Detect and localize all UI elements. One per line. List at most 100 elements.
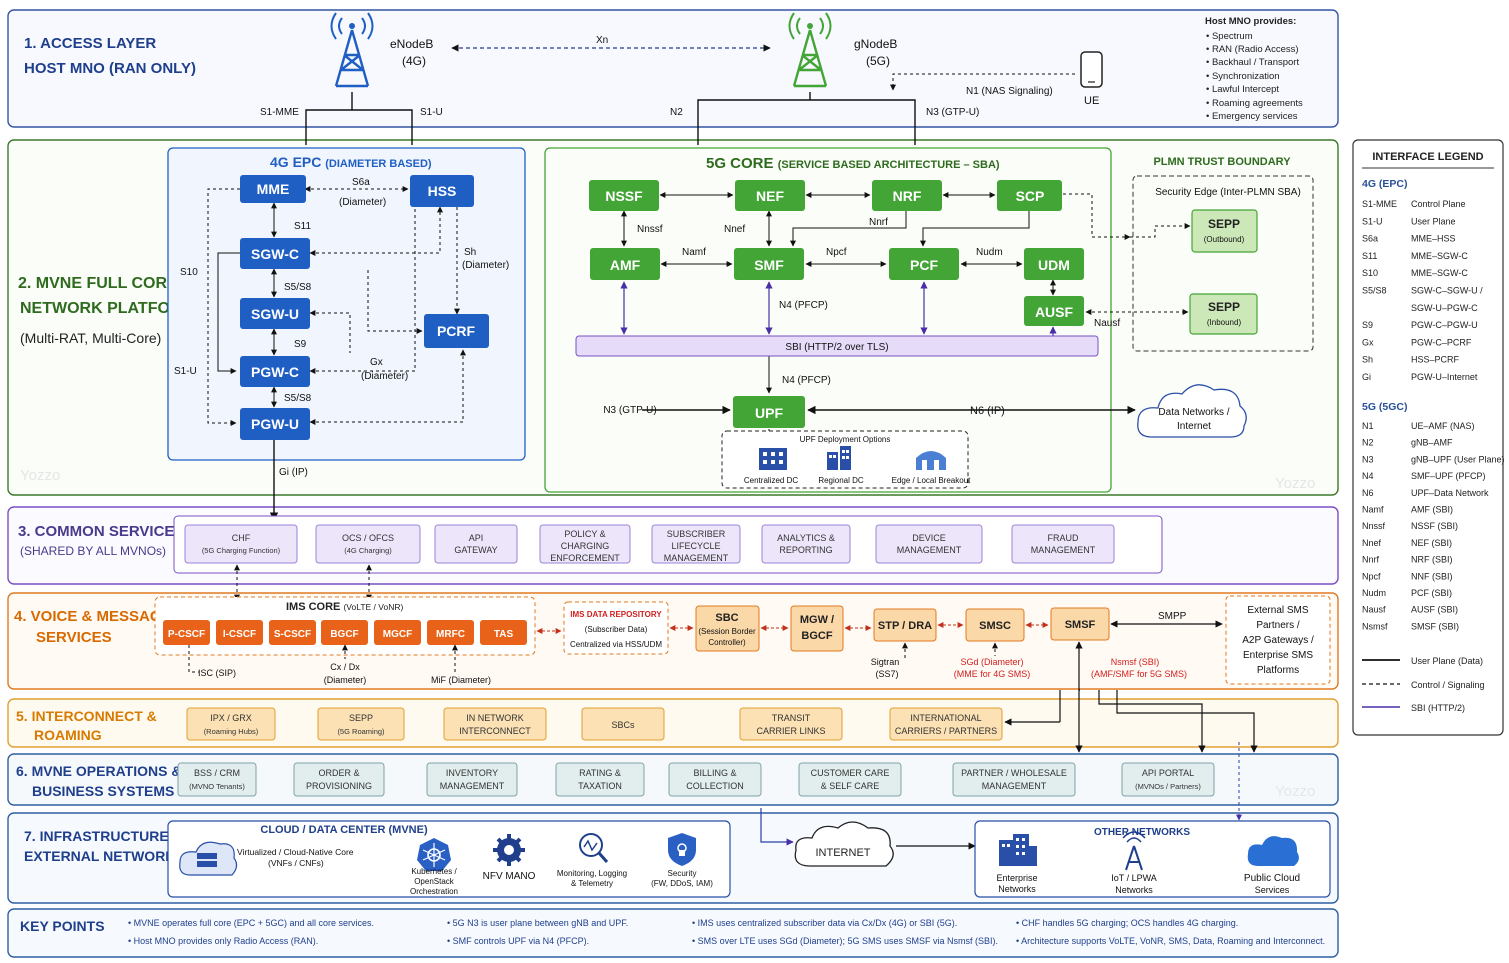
ims-node: MGCF <box>374 620 421 645</box>
common-service-label: POLICY & <box>564 529 605 539</box>
sbi-bus: SBI (HTTP/2 over TLS) <box>575 335 1099 357</box>
svg-text:SMSF: SMSF <box>1065 619 1096 631</box>
n4-label-2: N4 (PFCP) <box>782 375 831 386</box>
common-service-box: POLICY & CHARGING ENFORCEMENT <box>539 524 631 564</box>
epc-node-sgw-c: SGW-C <box>240 238 310 269</box>
common-service-label: ENFORCEMENT <box>550 553 620 563</box>
upf-option-label: Edge / Local Breakout <box>892 476 971 485</box>
ims-node-label: MRFC <box>436 629 465 640</box>
legend-user-plane: User Plane (Data) <box>1411 656 1483 666</box>
interconnect-label: IPX / GRX <box>210 713 252 723</box>
legend-value: HSS–PCRF <box>1411 355 1460 365</box>
5gc-node-scp: SCP <box>997 180 1062 211</box>
ue-phone-icon <box>1080 51 1103 88</box>
iot-label: Networks <box>1115 885 1153 895</box>
legend-key: Sh <box>1362 355 1373 365</box>
svg-text:SMF: SMF <box>754 257 784 273</box>
gnodeb-sublabel: (5G) <box>866 54 890 68</box>
s5s8-label: S5/S8 <box>284 282 312 293</box>
datacenter-building-icon <box>759 448 787 470</box>
ops-label: COLLECTION <box>686 781 744 791</box>
common-service-label: OCS / OFCS <box>342 533 394 543</box>
ops-box: API PORTAL (MVNOs / Partners) <box>1121 762 1215 797</box>
key-point: • Architecture supports VoLTE, VoNR, SMS… <box>1016 936 1325 946</box>
ims-core-title: IMS CORE (VoLTE / VoNR) <box>286 601 403 613</box>
layer-title: 7. INFRASTRUCTURE & <box>24 828 183 844</box>
security-edge-label: Security Edge (Inter-PLMN SBA) <box>1155 187 1301 198</box>
layer-title: 2. MVNE FULL CORE <box>18 275 178 292</box>
interconnect-box: IPX / GRX (Roaming Hubs) <box>186 707 276 741</box>
common-service-label: LIFECYCLE <box>671 541 720 551</box>
svg-text:PGW-C: PGW-C <box>251 364 299 380</box>
host-provides-item: • Lawful Intercept <box>1206 84 1279 95</box>
legend-category-4g: 4G (EPC) <box>1362 178 1408 190</box>
svg-text:External SMS: External SMS <box>1247 605 1308 616</box>
ims-node-label: BGCF <box>330 629 358 640</box>
data-networks-cloud-icon <box>1137 384 1247 438</box>
edge-site-icon <box>916 451 946 470</box>
n4-label: N4 (PFCP) <box>779 300 828 311</box>
layer-subtitle: EXTERNAL NETWORKS <box>24 848 185 864</box>
ops-label: PARTNER / WHOLESALE <box>961 768 1067 778</box>
interconnect-label: SBCs <box>611 720 635 730</box>
5gc-node-ausf: AUSF <box>1024 296 1084 326</box>
svg-text:STP / DRA: STP / DRA <box>878 620 932 632</box>
common-service-label: MANAGEMENT <box>664 553 729 563</box>
svg-text:AUSF: AUSF <box>1035 304 1074 320</box>
s1mme-label: S1-MME <box>260 107 299 118</box>
ims-node-label: I-CSCF <box>223 629 256 640</box>
ops-label: PROVISIONING <box>306 781 372 791</box>
legend-value: SMF–UPF (PFCP) <box>1411 471 1486 481</box>
svg-text:PCRF: PCRF <box>437 323 476 339</box>
ops-label: API PORTAL <box>1142 768 1194 778</box>
legend-key: N1 <box>1362 421 1374 431</box>
legend-value: UE–AMF (NAS) <box>1411 421 1475 431</box>
legend-key: Nsmsf <box>1362 621 1388 631</box>
ops-label: (MVNOs / Partners) <box>1135 782 1201 791</box>
npcf-label: Npcf <box>826 247 847 258</box>
ims-node: S-CSCF <box>269 620 316 645</box>
legend-key: Nudm <box>1362 588 1386 598</box>
layer-title: 1. ACCESS LAYER <box>24 35 156 52</box>
ims-node-label: S-CSCF <box>274 629 311 640</box>
ue-label: UE <box>1084 95 1099 107</box>
svg-text:(Subscriber Data): (Subscriber Data) <box>585 625 648 634</box>
enterprise-label: Networks <box>998 884 1036 894</box>
host-provides-title: Host MNO provides: <box>1205 16 1296 27</box>
svg-text:(Outbound): (Outbound) <box>1204 235 1245 244</box>
s5s8-label-2: S5/S8 <box>284 393 312 404</box>
layer-subtitle: BUSINESS SYSTEMS <box>32 783 174 799</box>
legend-key: S9 <box>1362 320 1373 330</box>
n1-label: N1 (NAS Signaling) <box>966 86 1053 97</box>
virtualized-label: Virtualized / Cloud-Native Core <box>237 847 354 857</box>
ops-label: INVENTORY <box>446 768 498 778</box>
legend-value: MME–HSS <box>1411 234 1456 244</box>
nfv-gear-icon <box>493 834 525 866</box>
data-networks-label: Internet <box>1177 421 1211 432</box>
interconnect-label: (Roaming Hubs) <box>204 727 259 736</box>
watermark: Yozzo <box>1275 783 1315 800</box>
svg-text:(Inbound): (Inbound) <box>1207 318 1242 327</box>
common-service-box: CHF(5G Charging Function) <box>184 524 298 564</box>
common-service-label: CHARGING <box>561 541 610 551</box>
host-provides-item: • RAN (Radio Access) <box>1206 44 1299 55</box>
monitoring-label: Monitoring, Logging <box>557 869 627 878</box>
legend-key: Gx <box>1362 337 1374 347</box>
legend-key: Namf <box>1362 505 1384 515</box>
common-service-label: MANAGEMENT <box>897 545 962 555</box>
legend-value: gNB–AMF <box>1411 438 1453 448</box>
5gc-node-nef: NEF <box>735 180 805 211</box>
common-service-box: OCS / OFCS(4G Charging) <box>315 524 421 564</box>
n6-label: N6 (IP) <box>970 405 1005 417</box>
svg-text:SGW-C: SGW-C <box>251 246 299 262</box>
5gc-node-upf: UPF <box>733 396 805 428</box>
sh-label: Sh <box>464 247 476 258</box>
ops-label: & SELF CARE <box>821 781 880 791</box>
plmn-boundary-frame <box>1132 175 1314 352</box>
legend-value: SGW-C–SGW-U / <box>1411 286 1483 296</box>
